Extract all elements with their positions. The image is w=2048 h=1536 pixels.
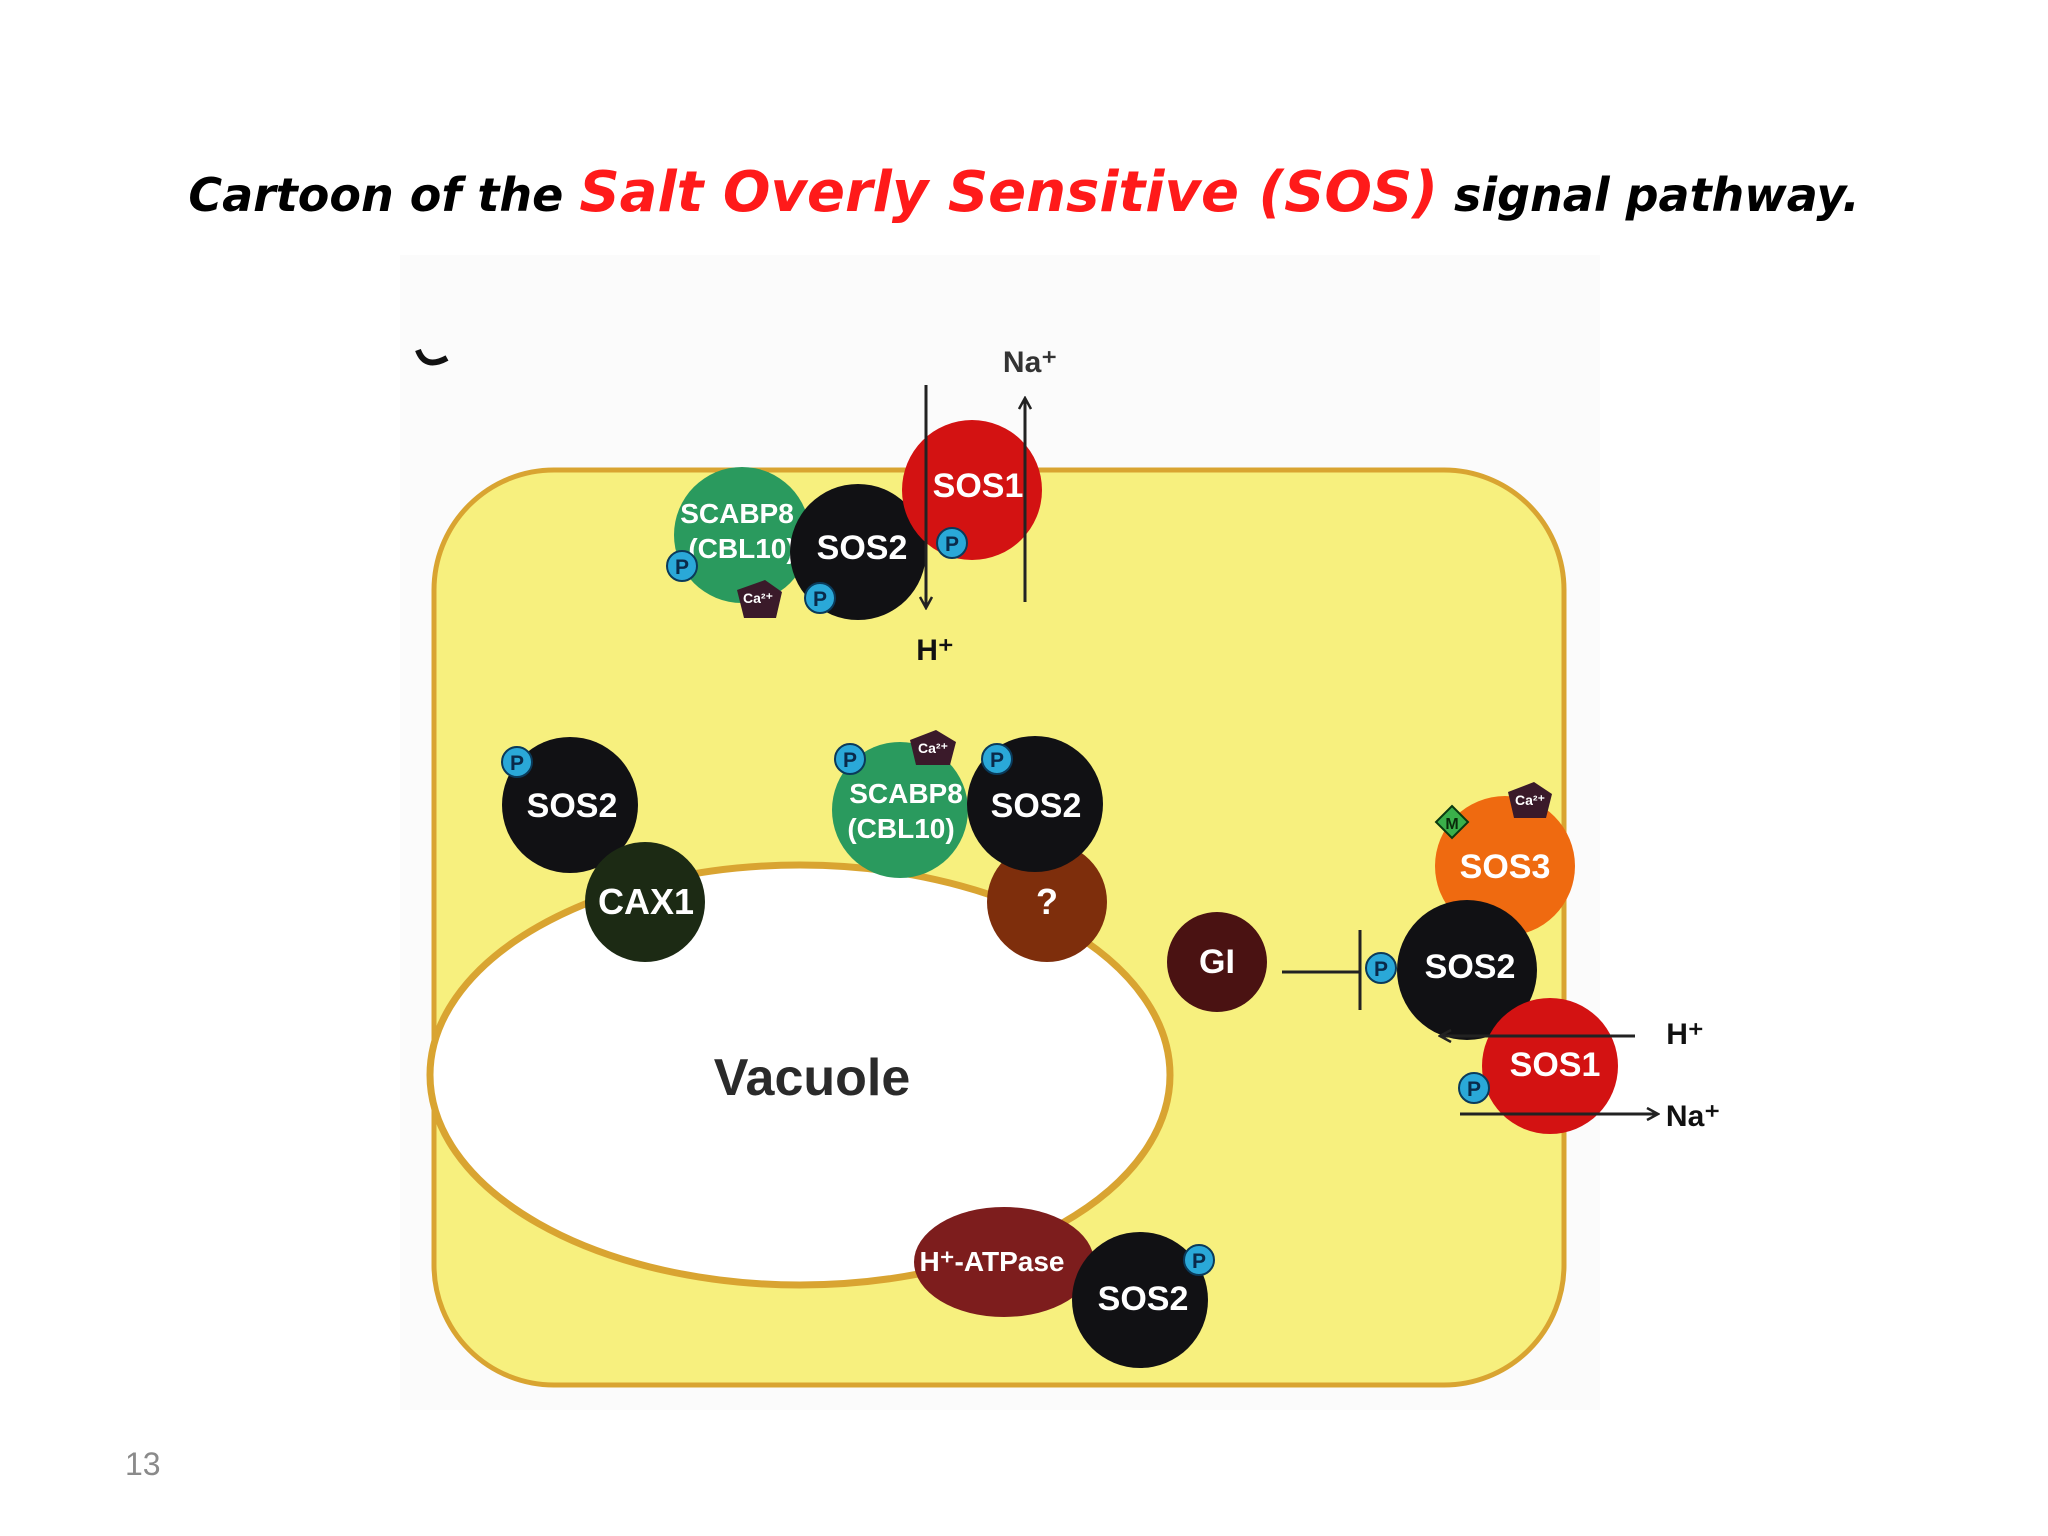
svg-text:P: P [675, 556, 689, 579]
svg-text:Ca²⁺: Ca²⁺ [743, 590, 773, 606]
svg-text:Ca²⁺: Ca²⁺ [918, 740, 948, 756]
phosphate-icon: P [981, 743, 1013, 775]
sos2-right-label: SOS2 [1425, 948, 1516, 986]
scabp8-top-label-1: SCABP8 [680, 498, 794, 529]
svg-text:P: P [843, 749, 857, 772]
sos2-left-label: SOS2 [527, 787, 618, 825]
scabp8-center-label-2: (CBL10) [847, 813, 954, 844]
svg-text:M: M [1445, 816, 1458, 833]
svg-text:Ca²⁺: Ca²⁺ [1515, 792, 1545, 808]
gi-label: GI [1199, 943, 1235, 981]
phosphate-icon: P [804, 582, 836, 614]
scabp8-top-label-2: (CBL10) [688, 533, 795, 564]
myristoyl-icon: M [1434, 804, 1470, 840]
calcium-icon: Ca²⁺ [910, 730, 956, 765]
sos3-label: SOS3 [1460, 848, 1551, 886]
sos2-center-label: SOS2 [991, 787, 1082, 825]
vacuole [426, 861, 1174, 1289]
sos2-bottom-label: SOS2 [1098, 1280, 1189, 1318]
slide-title: Cartoon of the Salt Overly Sensitive (SO… [0, 160, 2048, 225]
sos1-right-label: SOS1 [1510, 1046, 1601, 1084]
calcium-icon: Ca²⁺ [1508, 782, 1552, 818]
sos2-bottom [1072, 1232, 1208, 1368]
h-label-right: H⁺ [1666, 1018, 1704, 1051]
svg-text:P: P [990, 749, 1004, 772]
unknown-protein [987, 842, 1107, 962]
title-suffix: signal pathway [1453, 168, 1843, 222]
phosphate-icon: P [936, 527, 968, 559]
cax1-label: CAX1 [598, 881, 694, 922]
h-label-top: H⁺ [916, 634, 954, 667]
sos1-right [1482, 998, 1618, 1134]
svg-text:P: P [813, 588, 827, 611]
sos1-top-label: SOS1 [933, 467, 1024, 505]
na-label-right: Na⁺ [1666, 1100, 1720, 1133]
na-label-top: Na⁺ [1003, 346, 1057, 379]
sos1-top [902, 420, 1042, 560]
page-number: 13 [125, 1446, 161, 1482]
svg-text:P: P [510, 752, 524, 775]
sos2-right [1397, 900, 1537, 1040]
vacuole-label: Vacuole [714, 1049, 911, 1107]
phosphate-icon: P [501, 746, 533, 778]
sos2-left [502, 737, 638, 873]
gi-protein [1167, 912, 1267, 1012]
svg-text:P: P [1467, 1078, 1481, 1101]
title-end: . [1842, 168, 1860, 222]
scabp8-center [832, 742, 968, 878]
phosphate-icon: P [834, 743, 866, 775]
scabp8-top [674, 467, 810, 603]
scabp8-center-label-1: SCABP8 [849, 778, 963, 809]
h-atpase [914, 1207, 1094, 1317]
h-atpase-label: H⁺-ATPase [920, 1246, 1065, 1277]
calcium-icon: Ca²⁺ [737, 580, 782, 618]
svg-text:P: P [1374, 958, 1388, 981]
phosphate-icon: P [1458, 1072, 1490, 1104]
title-highlight: Salt Overly Sensitive (SOS) [579, 160, 1438, 225]
svg-text:P: P [1192, 1250, 1206, 1273]
cax1 [585, 842, 705, 962]
sos2-top-label: SOS2 [817, 529, 908, 567]
phosphate-icon: P [666, 550, 698, 582]
title-prefix: Cartoon of the [188, 168, 564, 222]
svg-text:P: P [945, 533, 959, 556]
corner-mark-icon [415, 348, 449, 366]
unknown-label: ? [1036, 881, 1058, 922]
phosphate-icon: P [1365, 952, 1397, 984]
phosphate-icon: P [1183, 1244, 1215, 1276]
